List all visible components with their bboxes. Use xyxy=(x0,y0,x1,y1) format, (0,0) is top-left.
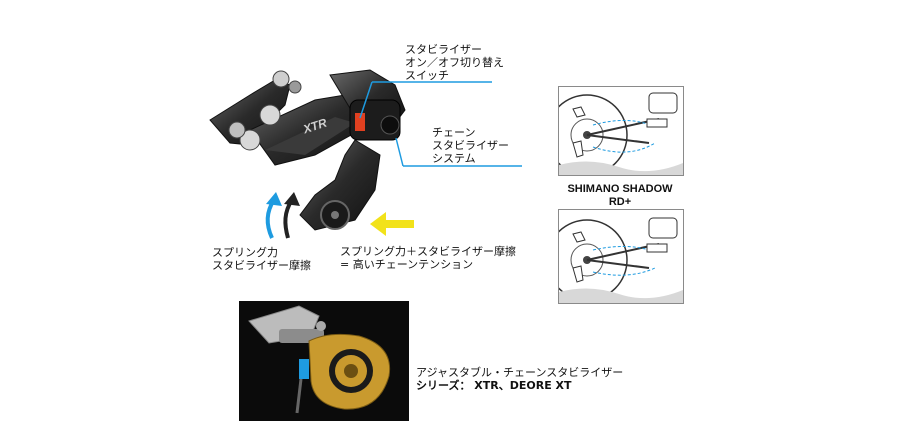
caption-line: アジャスタブル・チェーンスタビライザー xyxy=(416,366,624,379)
product-name: SHIMANO SHADOW RD+ xyxy=(558,183,682,209)
label-line: スタビライザー xyxy=(432,139,509,152)
bike-drivetrain-drawing xyxy=(546,92,683,176)
inset-caption: アジャスタブル・チェーンスタビライザー シリーズ： XTR、DEORE XT xyxy=(416,366,623,392)
product-line: RD+ xyxy=(608,196,632,208)
spring-force-arrows xyxy=(265,192,300,239)
label-line: スタビライザー摩擦 xyxy=(212,259,311,272)
label-line: オン／オフ切り替え xyxy=(405,56,504,69)
product-line: SHIMANO SHADOW xyxy=(567,183,673,195)
bike-drivetrain-drawing xyxy=(546,217,683,303)
spring-plus-friction-label: スプリング力＋スタビライザー摩擦 = 高いチェーンテンション xyxy=(340,245,516,271)
label-line: スプリング力 xyxy=(212,246,278,259)
yellow-arrow xyxy=(370,212,414,236)
stabilizer-inset-photo xyxy=(239,301,409,421)
label-line: スタビライザー xyxy=(405,43,482,56)
label-line: チェーン xyxy=(432,126,476,139)
caption-line: シリーズ： XTR、DEORE XT xyxy=(416,379,572,392)
label-line: スイッチ xyxy=(405,69,449,82)
label-line: = 高いチェーンテンション xyxy=(340,258,474,271)
label-line: スプリング力＋スタビライザー摩擦 xyxy=(340,245,516,258)
spring-force-label: スプリング力 スタビライザー摩擦 xyxy=(212,246,311,272)
chain-stabilizer-system-label: チェーン スタビライザー システム xyxy=(432,126,509,165)
shadow-diagram-top xyxy=(546,86,684,176)
stabilizer-switch-label: スタビライザー オン／オフ切り替え スイッチ xyxy=(405,43,504,82)
label-line: システム xyxy=(432,152,476,165)
stabilizer-photo-drawing xyxy=(239,301,409,421)
rear-derailleur-illustration xyxy=(209,69,406,231)
shadow-diagram-bottom xyxy=(546,209,684,304)
